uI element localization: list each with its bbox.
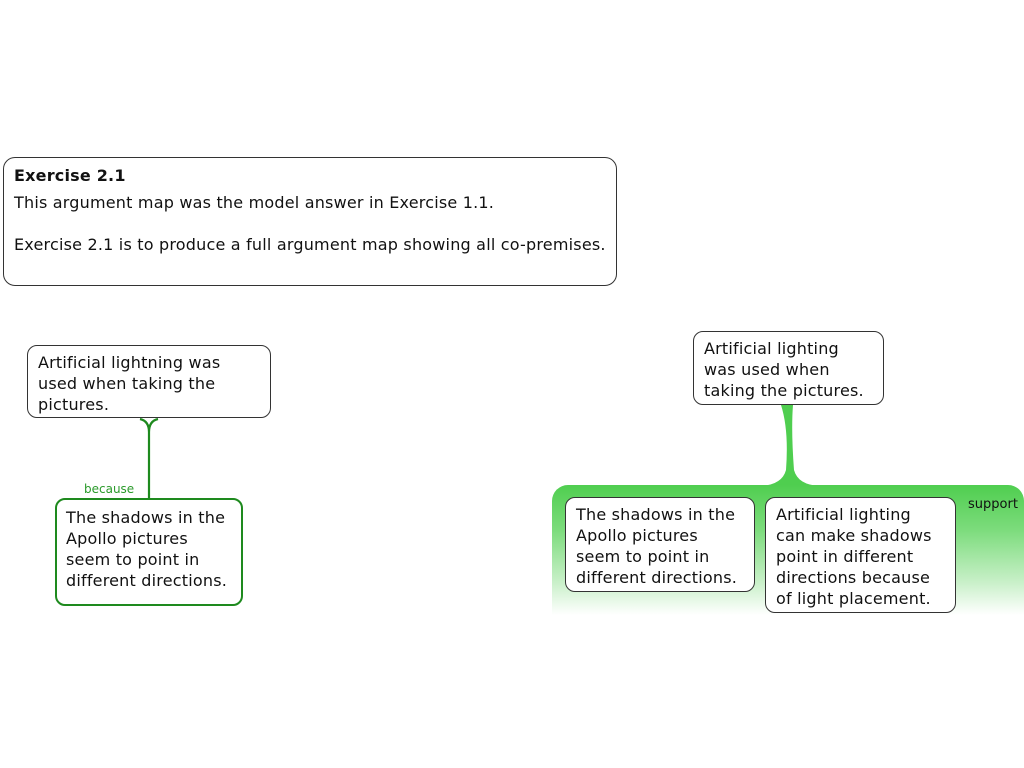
right-claim-text: Artificial lighting was used when taking… <box>704 339 864 400</box>
paragraph-gap <box>14 213 606 234</box>
right-premise-1-box[interactable]: The shadows in the Apollo pictures seem … <box>565 497 755 592</box>
right-premise-2-text: Artificial lighting can make shadows poi… <box>776 505 932 608</box>
exercise-line-2: Exercise 2.1 is to produce a full argume… <box>14 235 606 254</box>
because-connector <box>139 417 159 498</box>
left-reason-box[interactable]: The shadows in the Apollo pictures seem … <box>55 498 243 606</box>
left-claim-text: Artificial lightning was used when takin… <box>38 353 221 414</box>
support-connector <box>760 405 820 486</box>
support-label: support <box>968 497 1018 512</box>
exercise-line-1: This argument map was the model answer i… <box>14 193 495 212</box>
because-label: because <box>84 482 135 496</box>
right-claim-box[interactable]: Artificial lighting was used when taking… <box>693 331 884 405</box>
exercise-title: Exercise 2.1 <box>14 166 126 185</box>
left-claim-box[interactable]: Artificial lightning was used when takin… <box>27 345 271 418</box>
left-reason-text: The shadows in the Apollo pictures seem … <box>66 508 228 590</box>
exercise-box: Exercise 2.1 This argument map was the m… <box>3 157 617 286</box>
right-premise-2-box[interactable]: Artificial lighting can make shadows poi… <box>765 497 956 613</box>
right-premise-1-text: The shadows in the Apollo pictures seem … <box>576 505 738 587</box>
